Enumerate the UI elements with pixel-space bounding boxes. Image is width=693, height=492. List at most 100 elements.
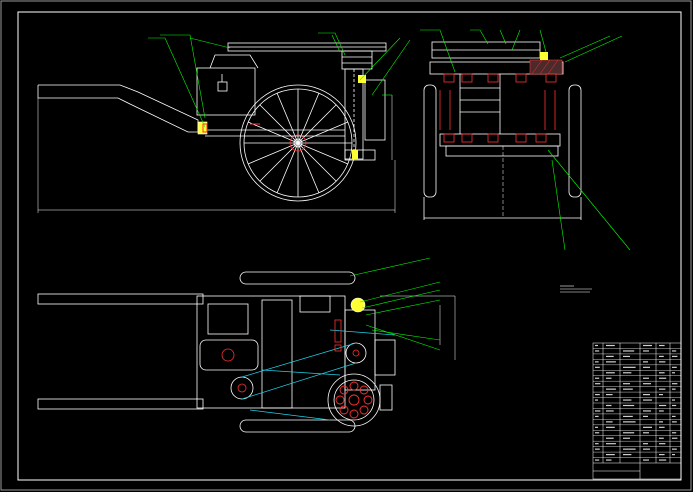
title-block-text-mark [672,432,677,434]
end-wheel-left [423,84,437,198]
plan-top-wheel [239,271,356,285]
plan-pulley-mid [345,342,367,364]
title-block-text-mark [659,388,666,390]
title-block-text-mark [623,421,636,423]
title-block-text-mark [623,448,636,450]
side-view-leaders [148,32,411,128]
title-block-text-mark [672,399,675,401]
title-block-text-mark [606,388,616,390]
title-block-text-mark [659,394,663,396]
end-view-bearings [439,73,557,143]
title-block-text-mark [659,355,664,358]
title-block-text-mark [672,415,676,418]
end-wheel-right [568,84,582,198]
title-block-text-mark [672,454,675,456]
title-block-text-mark [643,394,650,396]
title-block-text-mark [672,448,677,450]
title-block-text-mark [623,350,635,352]
title-block-text-mark [659,361,666,363]
side-elevation-view [37,42,396,213]
wheel-hub [289,134,307,152]
title-block-text-mark [606,344,615,347]
title-block-text-mark [595,344,598,347]
plan-fuel-tank [199,339,259,371]
title-block-entries [595,344,678,461]
title-block-text-mark [623,454,632,456]
plan-bottom-wheel [239,419,356,433]
title-block-text-mark [659,372,665,374]
plan-handle-rail-top [37,293,204,305]
end-frame-lower [439,133,561,147]
drawing-frame [17,11,682,481]
title-block-text-mark [659,426,665,428]
title-block-text-mark [623,388,633,390]
title-block-text-mark [595,443,599,445]
title-block-text-mark [595,432,600,434]
title-block-text-mark [606,437,614,439]
handle-frame-outline [37,84,199,133]
title-block-text-mark [606,361,616,363]
title-block-text-mark [606,459,612,461]
title-block-text-mark [643,432,649,434]
title-block-text-mark [672,437,678,439]
title-block-text-mark [595,448,600,450]
title-block-text-mark [623,372,632,374]
title-block-text-mark [643,366,650,368]
plan-main-frame [196,295,346,409]
title-block-text-mark [659,344,665,347]
title-block-text-mark [623,383,630,385]
plan-view [37,271,396,433]
title-block-text-mark [595,361,599,363]
title-block-text-mark [595,377,600,379]
title-block-text-mark [659,437,664,439]
title-block-text-mark [643,443,648,445]
end-view-leaders [420,29,631,251]
engine-top-arch [209,54,259,69]
title-block-text-mark [623,415,633,418]
hatched-section-block [529,59,563,75]
title-block-text-mark [595,415,599,418]
title-block-text-mark [672,366,677,368]
title-block-text-mark [606,410,614,412]
plan-handle-rail-bottom [37,398,204,410]
title-block-text-mark [643,377,649,379]
title-block-text-mark [659,454,665,456]
title-block-text-mark [623,366,636,368]
title-block-text-mark [595,394,600,396]
plan-belt-lines [241,329,396,421]
wheel-spokes [244,89,352,197]
title-block-text-mark [606,377,612,379]
plan-highlight-knob [350,297,366,313]
title-block-text-mark [672,388,676,390]
title-block-text-mark [606,394,613,396]
belt-pulley-right [341,50,373,70]
title-block-text-mark [623,399,632,401]
title-block-text-mark [672,355,678,358]
title-block-text-mark [643,344,652,347]
gear-bolt-holes [335,381,373,419]
title-block-text-mark [623,355,630,358]
title-block-text-mark [659,410,664,412]
title-block-text-mark [606,372,615,374]
title-block-text-mark [595,410,601,412]
plan-engine-box [207,303,249,335]
title-block-text-mark [623,437,630,439]
title-block-text-mark [643,399,652,401]
title-block-text-mark [672,383,678,385]
notes-legend [560,285,592,293]
title-block-text-mark [623,404,635,407]
title-block-text-mark [643,448,650,450]
title-block-text-mark [659,377,667,379]
title-block-text-mark [659,459,667,461]
title-block-text-mark [606,355,614,358]
main-wheel-outer [239,84,357,202]
title-block-text-mark [606,443,616,445]
plan-pulley-small [230,376,254,400]
title-block-text-mark [595,459,600,461]
title-block-text-mark [595,383,601,385]
title-block-text-mark [623,432,635,434]
title-block-text-mark [595,426,598,428]
engine-housing [196,67,256,116]
title-block-text-mark [643,415,648,418]
